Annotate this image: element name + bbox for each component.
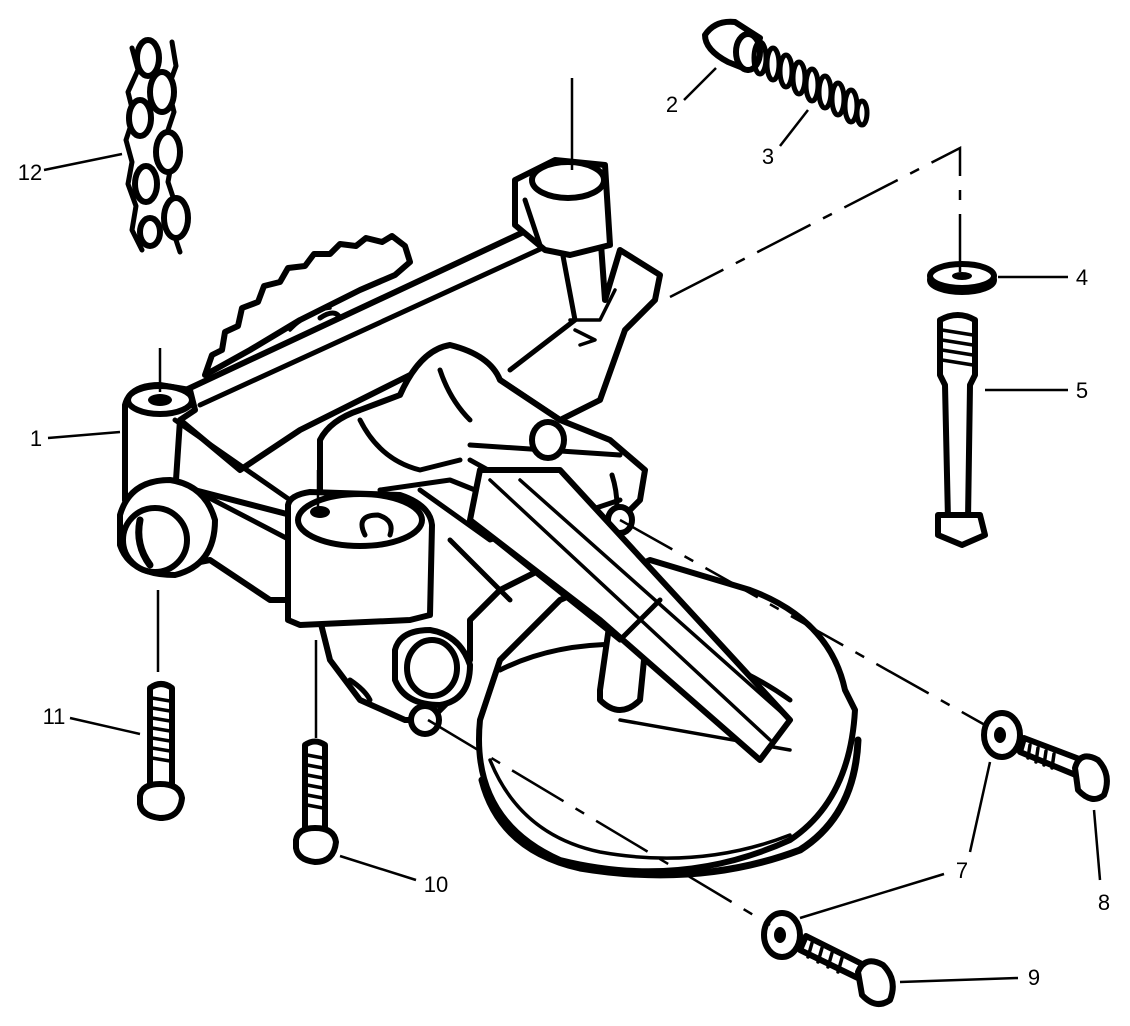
callout-labels: 1 2 3 4 5 7 7 8 9 10 11 12 (18, 92, 1110, 990)
bolt-11 (137, 681, 185, 821)
bolt-10 (293, 738, 339, 865)
callout-11: 11 (43, 704, 66, 729)
callout-5: 5 (1076, 378, 1088, 403)
washer-4 (927, 261, 997, 295)
relief-spring (751, 39, 870, 128)
oil-pump-body (117, 157, 793, 763)
callout-10: 10 (424, 872, 448, 897)
timing-chain (123, 37, 191, 255)
callout-leaders (43, 67, 1102, 984)
stud-bolt-5 (935, 312, 988, 548)
callout-1: 1 (30, 426, 42, 451)
bolt-8 (1017, 735, 1110, 802)
callout-4: 4 (1076, 265, 1088, 290)
callout-8: 8 (1098, 890, 1110, 915)
callout-3: 3 (762, 144, 774, 169)
assembly-axes (156, 78, 986, 927)
callout-2: 2 (666, 92, 678, 117)
bolt-9 (797, 933, 896, 1007)
washer-7-upper (981, 710, 1023, 760)
callout-12: 12 (18, 160, 42, 185)
callout-7-upper: 7 (956, 858, 968, 883)
washer-7-lower (761, 910, 803, 960)
callout-9: 9 (1028, 965, 1040, 990)
